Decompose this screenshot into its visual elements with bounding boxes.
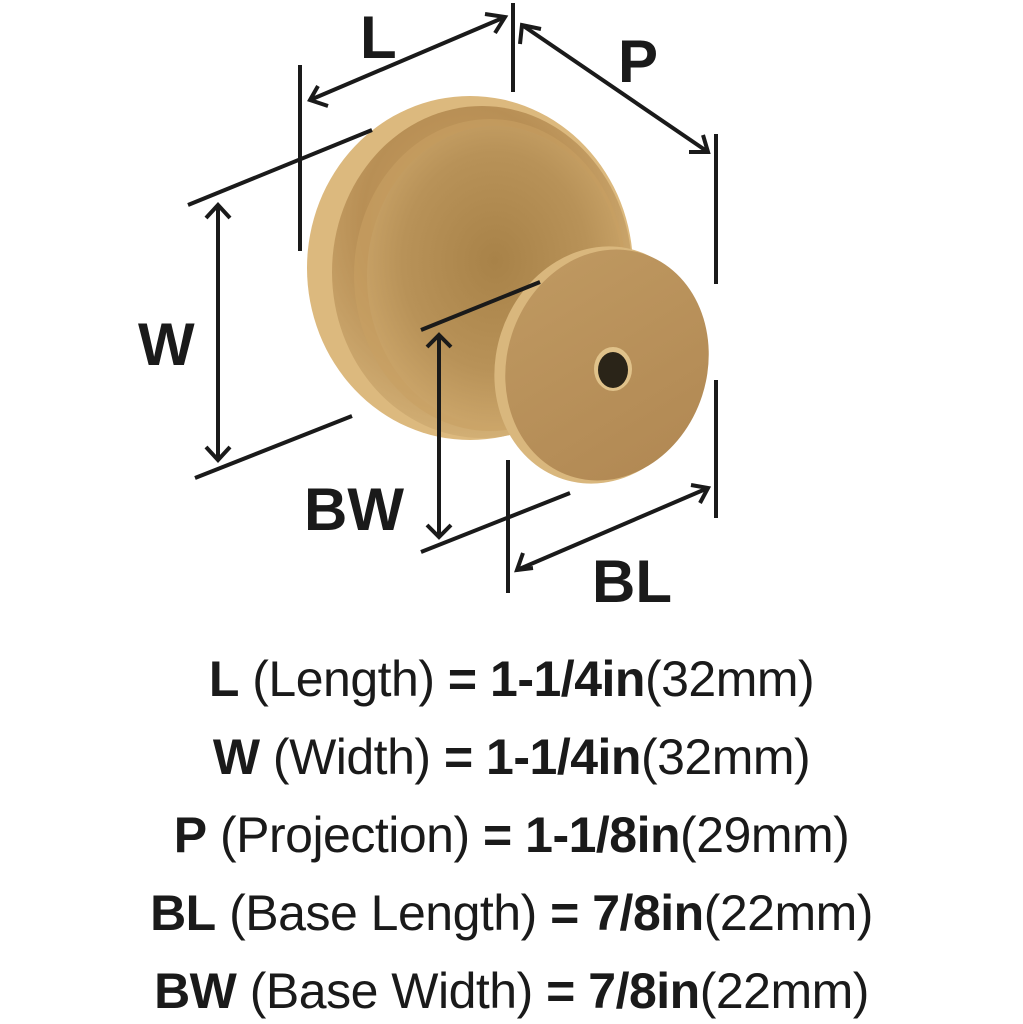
spec-metric: (32mm): [644, 651, 815, 707]
dimension-lines: [187, 3, 718, 593]
spec-metric: (22mm): [699, 963, 870, 1019]
spec-row-projection: P (Projection) = 1-1/8in(29mm): [0, 810, 1023, 860]
dimension-label-projection: P: [618, 28, 659, 95]
spec-name: (Length): [252, 651, 435, 707]
spec-equals: =: [443, 729, 473, 785]
spec-name: (Projection): [219, 807, 470, 863]
dimension-label-width: W: [138, 311, 195, 378]
spec-metric: (32mm): [640, 729, 811, 785]
spec-key: BW: [154, 963, 237, 1019]
spec-name: (Base Width): [249, 963, 533, 1019]
spec-imperial: 1-1/4in: [490, 651, 645, 707]
mounting-hole: [598, 352, 628, 388]
spec-imperial: 1-1/4in: [486, 729, 641, 785]
spec-name: (Width): [272, 729, 431, 785]
spec-key: W: [212, 729, 260, 785]
spec-key: P: [173, 807, 207, 863]
dimension-label-length: L: [360, 4, 397, 71]
spec-row-length: L (Length) = 1-1/4in(32mm): [0, 654, 1023, 704]
spec-key: L: [208, 651, 240, 707]
dimension-label-base-length: BL: [592, 548, 672, 615]
spec-row-base-length: BL (Base Length) = 7/8in(22mm): [0, 888, 1023, 938]
spec-equals: =: [546, 963, 575, 1019]
knob-dimension-diagram: L P W BW BL: [138, 3, 718, 615]
spec-metric: (22mm): [703, 885, 874, 941]
knob-base: [494, 246, 709, 484]
spec-equals: =: [447, 651, 477, 707]
knob-illustration: [187, 3, 718, 593]
spec-equals: =: [483, 807, 512, 863]
dimension-label-base-width: BW: [304, 476, 404, 543]
spec-imperial: 7/8in: [588, 963, 700, 1019]
spec-equals: =: [550, 885, 579, 941]
spec-row-base-width: BW (Base Width) = 7/8in(22mm): [0, 966, 1023, 1016]
spec-name: (Base Length): [229, 885, 537, 941]
spec-row-width: W (Width) = 1-1/4in(32mm): [0, 732, 1023, 782]
spec-imperial: 1-1/8in: [525, 807, 681, 863]
spec-imperial: 7/8in: [592, 885, 704, 941]
spec-key: BL: [150, 885, 216, 941]
spec-metric: (29mm): [680, 807, 850, 863]
